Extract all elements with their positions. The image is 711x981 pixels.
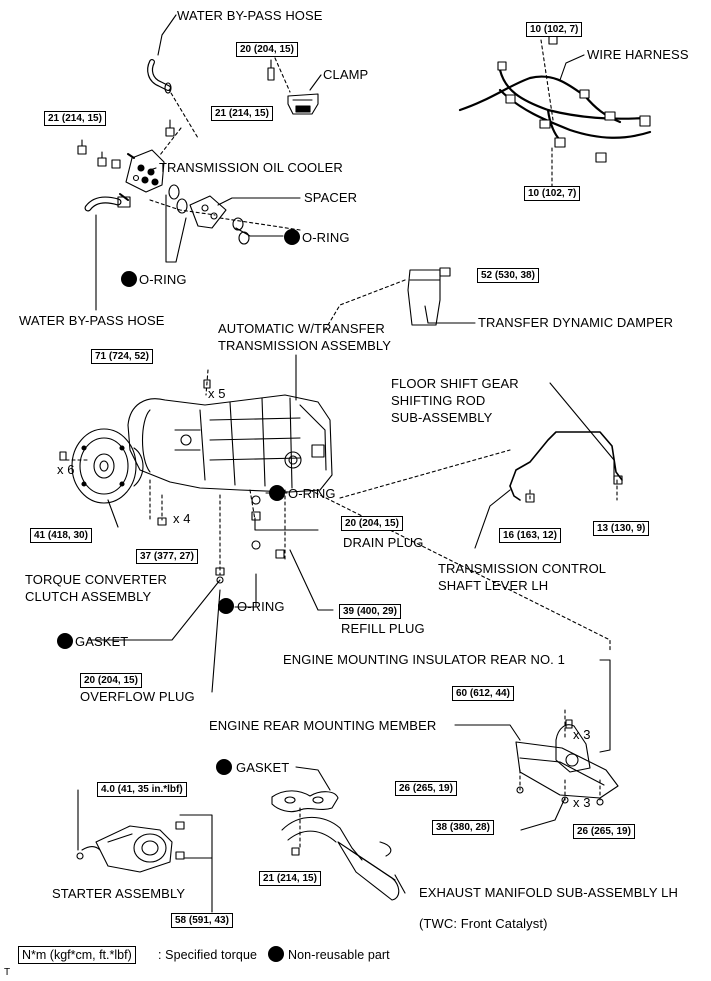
label-transfer-dynamic-damper: TRANSFER DYNAMIC DAMPER bbox=[478, 315, 674, 330]
torque-overflow-plug: 20 (204, 15) bbox=[80, 673, 142, 688]
spacer-part bbox=[189, 195, 250, 245]
label-tc-line1: TORQUE CONVERTER bbox=[25, 572, 167, 587]
water-bypass-hose-top-part bbox=[147, 59, 172, 94]
torque-refill-plug: 39 (400, 29) bbox=[339, 604, 401, 619]
label-starter-assembly: STARTER ASSEMBLY bbox=[52, 886, 186, 901]
torque-harness-top: 10 (102, 7) bbox=[526, 22, 583, 37]
torque-cooler-left: 21 (214, 15) bbox=[44, 111, 106, 126]
wire-harness-part bbox=[458, 35, 652, 163]
label-drain-plug: DRAIN PLUG bbox=[343, 535, 424, 550]
label-engine-mount-insulator: ENGINE MOUNTING INSULATOR REAR NO. 1 bbox=[283, 652, 565, 667]
leader-lines bbox=[77, 14, 615, 913]
label-oring-drain: O-RING bbox=[288, 486, 336, 501]
starter-assembly-part bbox=[76, 821, 185, 873]
torque-member-left: 26 (265, 19) bbox=[395, 781, 457, 796]
label-x6: x 6 bbox=[57, 462, 75, 477]
label-auto-trans-line1: AUTOMATIC W/TRANSFER bbox=[218, 321, 385, 336]
nonreusable-icon bbox=[269, 485, 285, 501]
torque-tc-x6: 41 (418, 30) bbox=[30, 528, 92, 543]
label-spacer: SPACER bbox=[304, 190, 358, 205]
automatic-transmission-assembly-part bbox=[127, 379, 333, 493]
torque-damper: 52 (530, 38) bbox=[477, 268, 539, 283]
legend-torque-box: N*m (kgf*cm, ft.*lbf) bbox=[18, 946, 136, 964]
exhaust-manifold-part bbox=[271, 790, 400, 901]
label-water-bypass-hose-bottom: WATER BY-PASS HOSE bbox=[19, 313, 165, 328]
torque-starter-bottom: 58 (591, 43) bbox=[171, 913, 233, 928]
label-overflow-plug: OVERFLOW PLUG bbox=[80, 689, 195, 704]
label-twc-note: (TWC: Front Catalyst) bbox=[419, 916, 548, 931]
nonreusable-icon bbox=[218, 598, 234, 614]
nonreusable-icon bbox=[121, 271, 137, 287]
torque-member-right: 26 (265, 19) bbox=[573, 824, 635, 839]
torque-drain-plug: 20 (204, 15) bbox=[341, 516, 403, 531]
label-gasket-manifold: GASKET bbox=[236, 760, 290, 775]
torque-rod-nut: 13 (130, 9) bbox=[593, 521, 650, 536]
torque-converter-part bbox=[59, 428, 144, 504]
legend-nonreusable-text: Non-reusable part bbox=[288, 948, 390, 962]
torque-member-x3: 38 (380, 28) bbox=[432, 820, 494, 835]
label-floor-shift-line3: SUB-ASSEMBLY bbox=[391, 410, 493, 425]
torque-clamp-bolt: 20 (204, 15) bbox=[236, 42, 298, 57]
label-x3-top: x 3 bbox=[573, 727, 591, 742]
torque-harness-bottom: 10 (102, 7) bbox=[524, 186, 581, 201]
torque-starter-top: 4.0 (41, 35 in.*lbf) bbox=[97, 782, 187, 797]
label-refill-plug: REFILL PLUG bbox=[341, 621, 425, 636]
torque-insulator-x3: 60 (612, 44) bbox=[452, 686, 514, 701]
nonreusable-icon bbox=[216, 759, 232, 775]
label-oring-spacer: O-RING bbox=[302, 230, 350, 245]
clamp-part bbox=[267, 59, 319, 115]
label-x5: x 5 bbox=[208, 386, 226, 401]
label-clamp: CLAMP bbox=[323, 67, 369, 82]
torque-lever-nut: 16 (163, 12) bbox=[499, 528, 561, 543]
torque-trans-x5: 71 (724, 52) bbox=[91, 349, 153, 364]
label-floor-shift-line2: SHIFTING ROD bbox=[391, 393, 486, 408]
label-oring-cooler: O-RING bbox=[139, 272, 187, 287]
label-x4: x 4 bbox=[173, 511, 191, 526]
label-x3-bottom: x 3 bbox=[573, 795, 591, 810]
label-exhaust-manifold: EXHAUST MANIFOLD SUB-ASSEMBLY LH bbox=[419, 885, 678, 900]
label-tc-line2: CLUTCH ASSEMBLY bbox=[25, 589, 152, 604]
label-water-bypass-hose-top: WATER BY-PASS HOSE bbox=[177, 8, 323, 23]
label-floor-shift-line1: FLOOR SHIFT GEAR bbox=[391, 376, 519, 391]
dashed-alignment-lines bbox=[59, 39, 618, 851]
label-engine-rear-member: ENGINE REAR MOUNTING MEMBER bbox=[209, 718, 437, 733]
transfer-dynamic-damper-part bbox=[407, 267, 451, 326]
legend-nonreusable-icon bbox=[268, 946, 284, 962]
nonreusable-icon bbox=[57, 633, 73, 649]
nonreusable-icon bbox=[284, 229, 300, 245]
water-bypass-hose-bottom-part bbox=[84, 196, 131, 212]
engine-rear-mounting-member-part bbox=[515, 719, 619, 806]
label-gasket-overflow: GASKET bbox=[75, 634, 129, 649]
plugs-and-bolts bbox=[157, 495, 285, 584]
torque-cooler-right: 21 (214, 15) bbox=[211, 106, 273, 121]
legend-torque-text: : Specified torque bbox=[158, 948, 258, 962]
transmission-oil-cooler-part bbox=[77, 119, 188, 214]
label-transmission-oil-cooler: TRANSMISSION OIL COOLER bbox=[159, 160, 343, 175]
label-auto-trans-line2: TRANSMISSION ASSEMBLY bbox=[218, 338, 392, 353]
label-shaft-lever-line2: SHAFT LEVER LH bbox=[438, 578, 549, 593]
torque-manifold: 21 (214, 15) bbox=[259, 871, 321, 886]
label-shaft-lever-line1: TRANSMISSION CONTROL bbox=[438, 561, 607, 576]
torque-x4: 37 (377, 27) bbox=[136, 549, 198, 564]
label-wire-harness: WIRE HARNESS bbox=[587, 47, 689, 62]
corner-mark: T bbox=[4, 967, 11, 978]
label-oring-refill: O-RING bbox=[237, 599, 285, 614]
floor-shift-rod-part bbox=[509, 431, 623, 503]
